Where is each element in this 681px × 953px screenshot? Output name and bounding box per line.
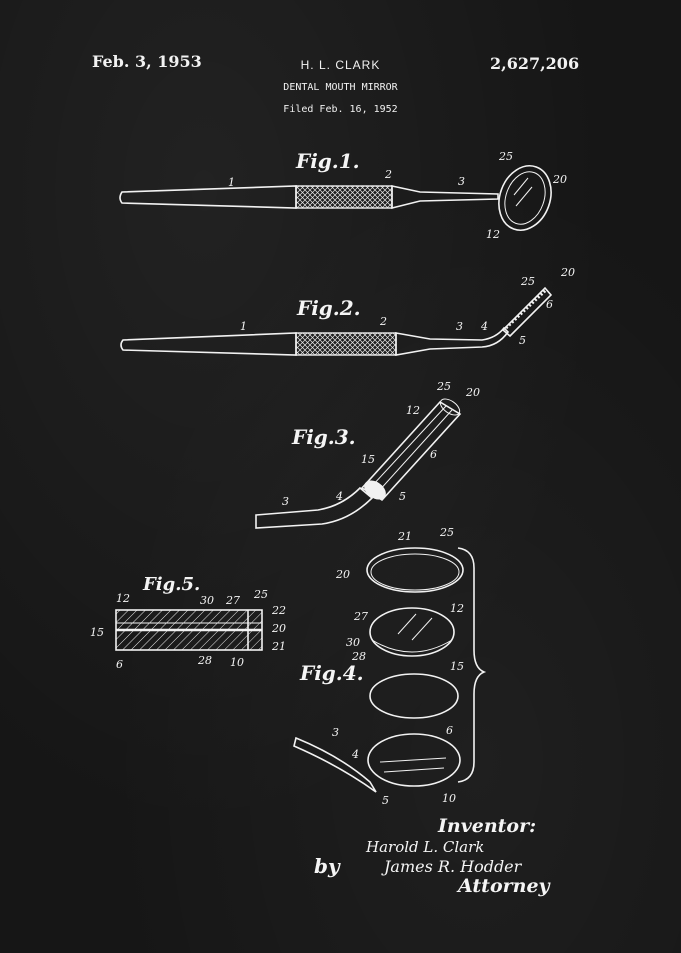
- ref-27: 27: [225, 594, 240, 607]
- ref-1: 1: [240, 320, 247, 333]
- figure-5: Fig.5. 12 30 27 25 22 20 21 15 6 28 10: [90, 574, 286, 671]
- filed-date: Filed Feb. 16, 1952: [283, 104, 398, 115]
- ref-25: 25: [498, 150, 513, 163]
- fig4-glass-reflection: [397, 613, 417, 635]
- ref-28: 28: [197, 654, 212, 667]
- ref-25: 25: [253, 588, 268, 601]
- ref-6: 6: [446, 724, 453, 737]
- fig4-rim-ring: [366, 547, 464, 593]
- inventor-signature: Harold L. Clark: [365, 838, 484, 856]
- ref-5: 5: [382, 794, 389, 807]
- fig3-mirror-top: [439, 398, 461, 416]
- ref-3: 3: [458, 175, 465, 188]
- ref-27: 27: [353, 610, 368, 623]
- fig4-rim-inner: [370, 553, 460, 591]
- fig4-cup-lines: [379, 757, 447, 773]
- ref-25: 25: [439, 526, 454, 539]
- ref-1: 1: [228, 176, 235, 189]
- ref-6: 6: [546, 298, 553, 311]
- ref-5: 5: [519, 334, 526, 347]
- ref-12: 12: [486, 228, 500, 241]
- ref-20: 20: [335, 568, 350, 581]
- inventor-name: H. L. CLARK: [300, 58, 381, 72]
- ref-15: 15: [361, 453, 375, 466]
- ref-6: 6: [116, 658, 123, 671]
- fig4-brace: [457, 547, 487, 783]
- ref-25: 25: [520, 275, 535, 288]
- ref-12: 12: [406, 404, 420, 417]
- by-label: by: [314, 854, 341, 878]
- fig2-shank: [395, 326, 510, 356]
- fig2-mirror-edge: [501, 286, 553, 338]
- ref-10: 10: [442, 792, 456, 805]
- signature-block: Inventor: Harold L. Clark by James R. Ho…: [314, 815, 552, 897]
- ref-15: 15: [90, 626, 104, 639]
- ref-25: 25: [436, 380, 451, 393]
- inventor-label: Inventor:: [437, 815, 536, 837]
- fig2-knurled-grip: [295, 332, 397, 356]
- patent-title: DENTAL MOUTH MIRROR: [283, 82, 398, 93]
- fig3-label: Fig.3.: [291, 425, 356, 449]
- ref-4: 4: [335, 490, 343, 503]
- ref-30: 30: [200, 594, 214, 607]
- ref-5: 5: [399, 490, 406, 503]
- ref-21: 21: [271, 640, 286, 653]
- fig1-glass-reflection: [513, 177, 529, 196]
- ref-22: 22: [271, 604, 286, 617]
- ref-3: 3: [456, 320, 463, 333]
- patent-number: 2,627,206: [490, 54, 580, 73]
- figure-4: Fig.4. 21 25 20 27 12 30 28 15 6 3 4 5 1…: [293, 526, 487, 807]
- fig1-glass-reflection-2: [515, 186, 533, 207]
- ref-10: 10: [230, 656, 244, 669]
- ref-12: 12: [450, 602, 464, 615]
- fig4-label: Fig.4.: [299, 661, 364, 685]
- ref-3: 3: [282, 495, 289, 508]
- fig1-mirror-rim: [498, 165, 552, 231]
- fig4-head-cup: [367, 733, 461, 787]
- ref-21: 21: [397, 530, 412, 543]
- figure-3: Fig.3. 25 20 12 15 6 4 5 3: [255, 380, 480, 529]
- ref-2: 2: [384, 168, 392, 181]
- fig1-knurled-grip: [295, 185, 393, 209]
- fig1-shank: [391, 185, 499, 210]
- ref-15: 15: [450, 660, 464, 673]
- ref-20: 20: [552, 173, 567, 186]
- attorney-label: Attorney: [456, 875, 552, 897]
- patent-date: Feb. 3, 1953: [92, 52, 202, 71]
- fig2-label: Fig.2.: [296, 296, 361, 320]
- attorney-signature: James R. Hodder: [381, 857, 523, 876]
- ref-20: 20: [465, 386, 480, 399]
- fig4-glass-edge: [371, 639, 453, 653]
- ref-4: 4: [480, 320, 488, 333]
- ref-12: 12: [116, 592, 130, 605]
- fig2-mirror-hatch: [504, 288, 548, 330]
- ref-6: 6: [430, 448, 437, 461]
- fig2-handle-left: [120, 332, 297, 356]
- figure-1: Fig.1. 1 2 3 25 20 12: [119, 149, 567, 241]
- fig4-glass-disc: [369, 607, 455, 657]
- fig3-shank: [255, 486, 374, 529]
- fig4-backing-disc: [369, 673, 459, 719]
- fig4-shank: [293, 736, 377, 793]
- ref-20: 20: [271, 622, 286, 635]
- ref-2: 2: [379, 315, 387, 328]
- fig4-glass-reflection-2: [411, 617, 433, 641]
- fig3-joint: [364, 480, 386, 500]
- fig1-label: Fig.1.: [295, 149, 360, 173]
- ref-30: 30: [346, 636, 360, 649]
- ref-3: 3: [332, 726, 339, 739]
- figure-2: Fig.2. 1 2 3 4 5 6 25 20: [120, 266, 575, 356]
- ref-20: 20: [560, 266, 575, 279]
- fig5-label: Fig.5.: [142, 574, 200, 595]
- fig1-handle-left: [119, 185, 297, 209]
- ref-4: 4: [351, 748, 359, 761]
- fig3-mirror-lines: [371, 405, 453, 493]
- fig1-mirror-glass: [504, 171, 546, 225]
- ref-28: 28: [351, 650, 366, 663]
